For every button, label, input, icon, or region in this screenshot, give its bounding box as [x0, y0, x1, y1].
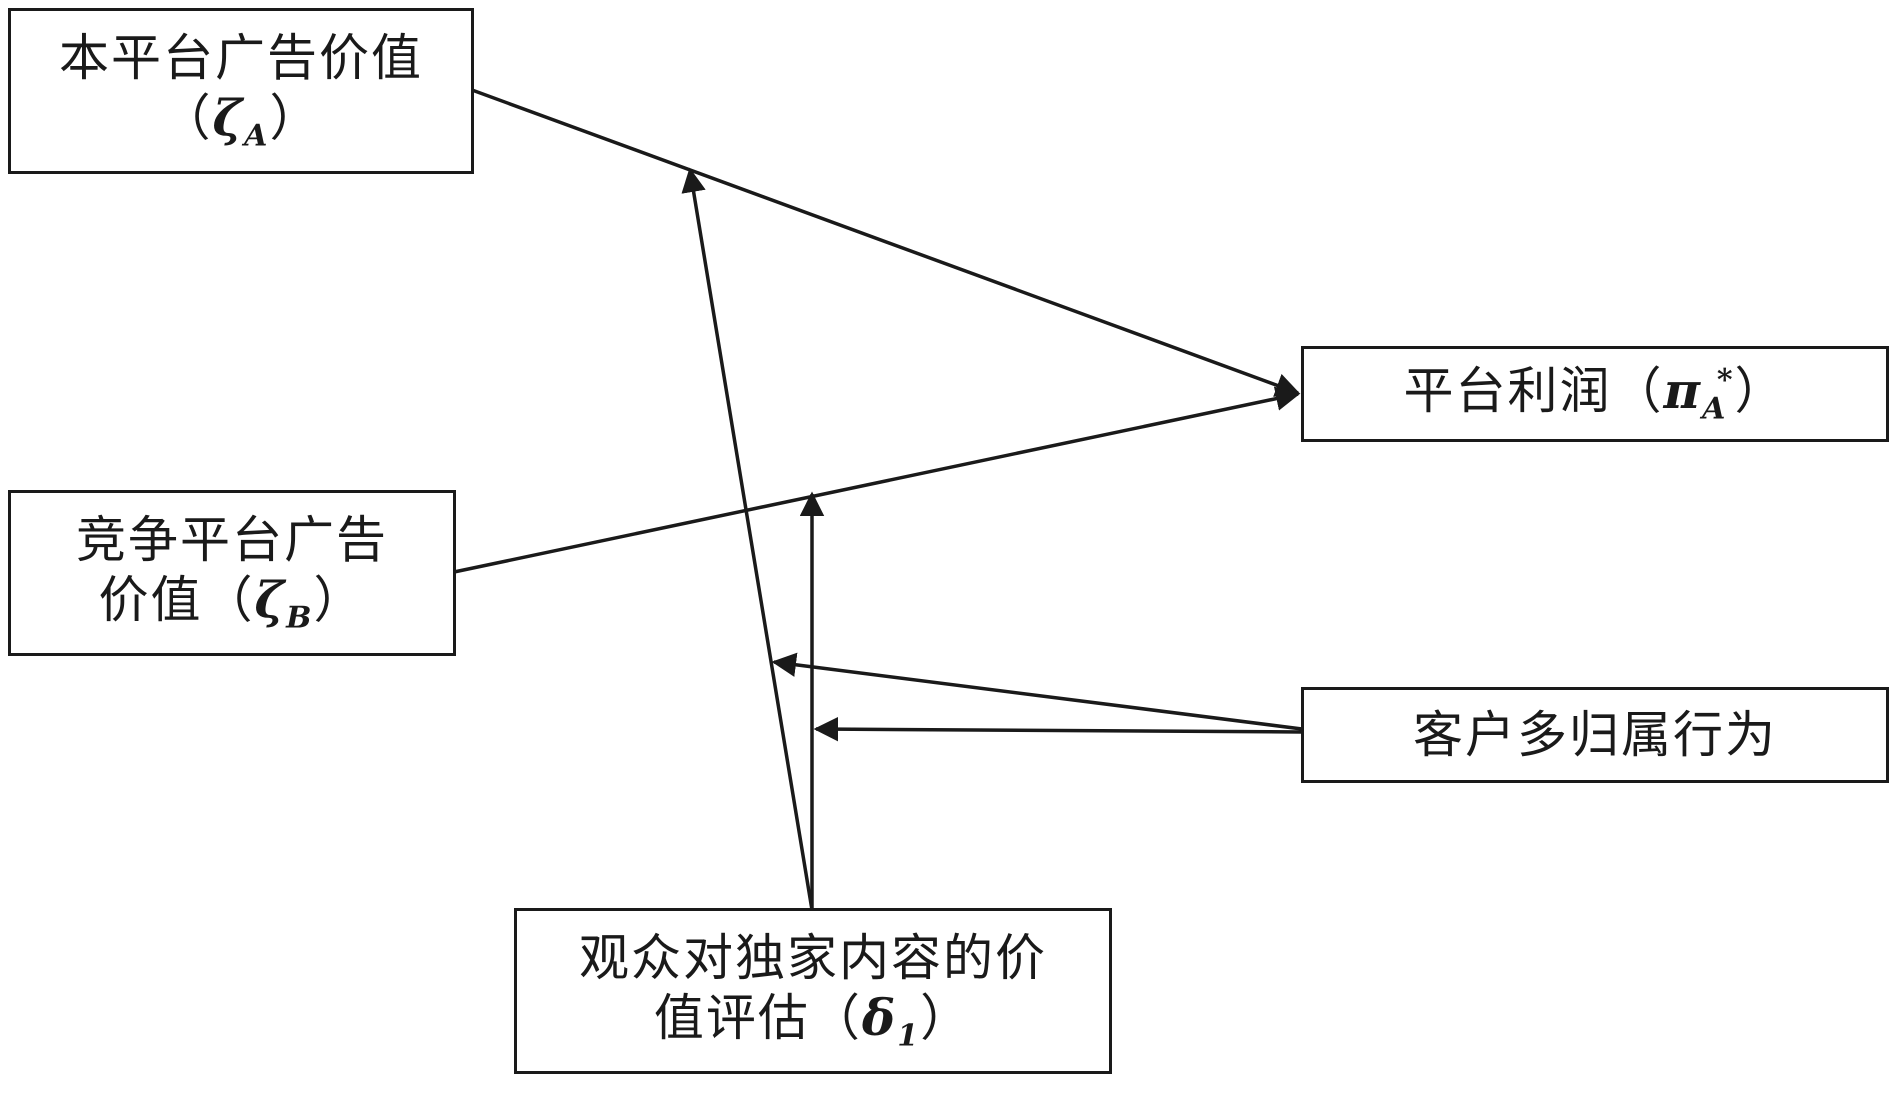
node-multi-homing-label: 客户多归属行为: [1413, 706, 1777, 764]
subscript-a: A: [1702, 391, 1728, 427]
paren-close: ）: [269, 88, 322, 147]
label-prefix: 值评估: [653, 988, 810, 1047]
subscript-a: A: [244, 118, 270, 154]
node-platform-profit-line: 平台利润（πA*）: [1403, 361, 1786, 428]
node-own-ad-value-symbol-line: （ζA）: [161, 88, 322, 155]
node-exclusive-content-valuation-title: 观众对独家内容的价: [579, 928, 1047, 987]
paren-close: ）: [313, 570, 366, 629]
paren-open: （: [202, 570, 255, 629]
node-exclusive-content-valuation: 观众对独家内容的价 值评估（δ1）: [514, 908, 1112, 1074]
subscript-1: 1: [897, 1018, 921, 1054]
subscript-b: B: [286, 600, 314, 636]
node-platform-profit: 平台利润（πA*）: [1301, 346, 1889, 442]
edge-multi-homing-moderates-vertical: [813, 716, 1303, 742]
paren-open: （: [1611, 361, 1664, 420]
platform-profit-label: 平台利润: [1403, 361, 1612, 420]
zeta-symbol: ζ: [212, 87, 245, 147]
paren-close: ）: [1734, 361, 1787, 420]
paren-open: （: [160, 88, 213, 147]
node-exclusive-content-valuation-line2: 值评估（δ1）: [654, 988, 972, 1055]
delta-symbol: δ: [861, 987, 898, 1047]
zeta-symbol: ζ: [254, 569, 287, 629]
label-prefix: 价值: [98, 570, 203, 629]
node-own-ad-value-title: 本平台广告价值: [59, 28, 423, 87]
paren-close: ）: [920, 988, 973, 1047]
edge-content-valuation-moderates-own: [681, 167, 814, 911]
edge-own-ad-to-profit: [471, 88, 1301, 397]
superscript-star: *: [1716, 362, 1735, 398]
node-multi-homing: 客户多归属行为: [1301, 687, 1889, 783]
pi-symbol: π: [1663, 360, 1703, 420]
edge-competitor-ad-to-profit: [453, 386, 1301, 574]
node-competitor-ad-value-title: 竞争平台广告: [76, 510, 388, 569]
edge-multi-homing-moderates-slanted: [771, 652, 1303, 731]
node-competitor-ad-value-line2: 价值（ζB）: [99, 570, 366, 637]
node-own-ad-value: 本平台广告价值 （ζA）: [8, 8, 474, 174]
paren-open: （: [809, 988, 862, 1047]
node-competitor-ad-value: 竞争平台广告 价值（ζB）: [8, 490, 456, 656]
